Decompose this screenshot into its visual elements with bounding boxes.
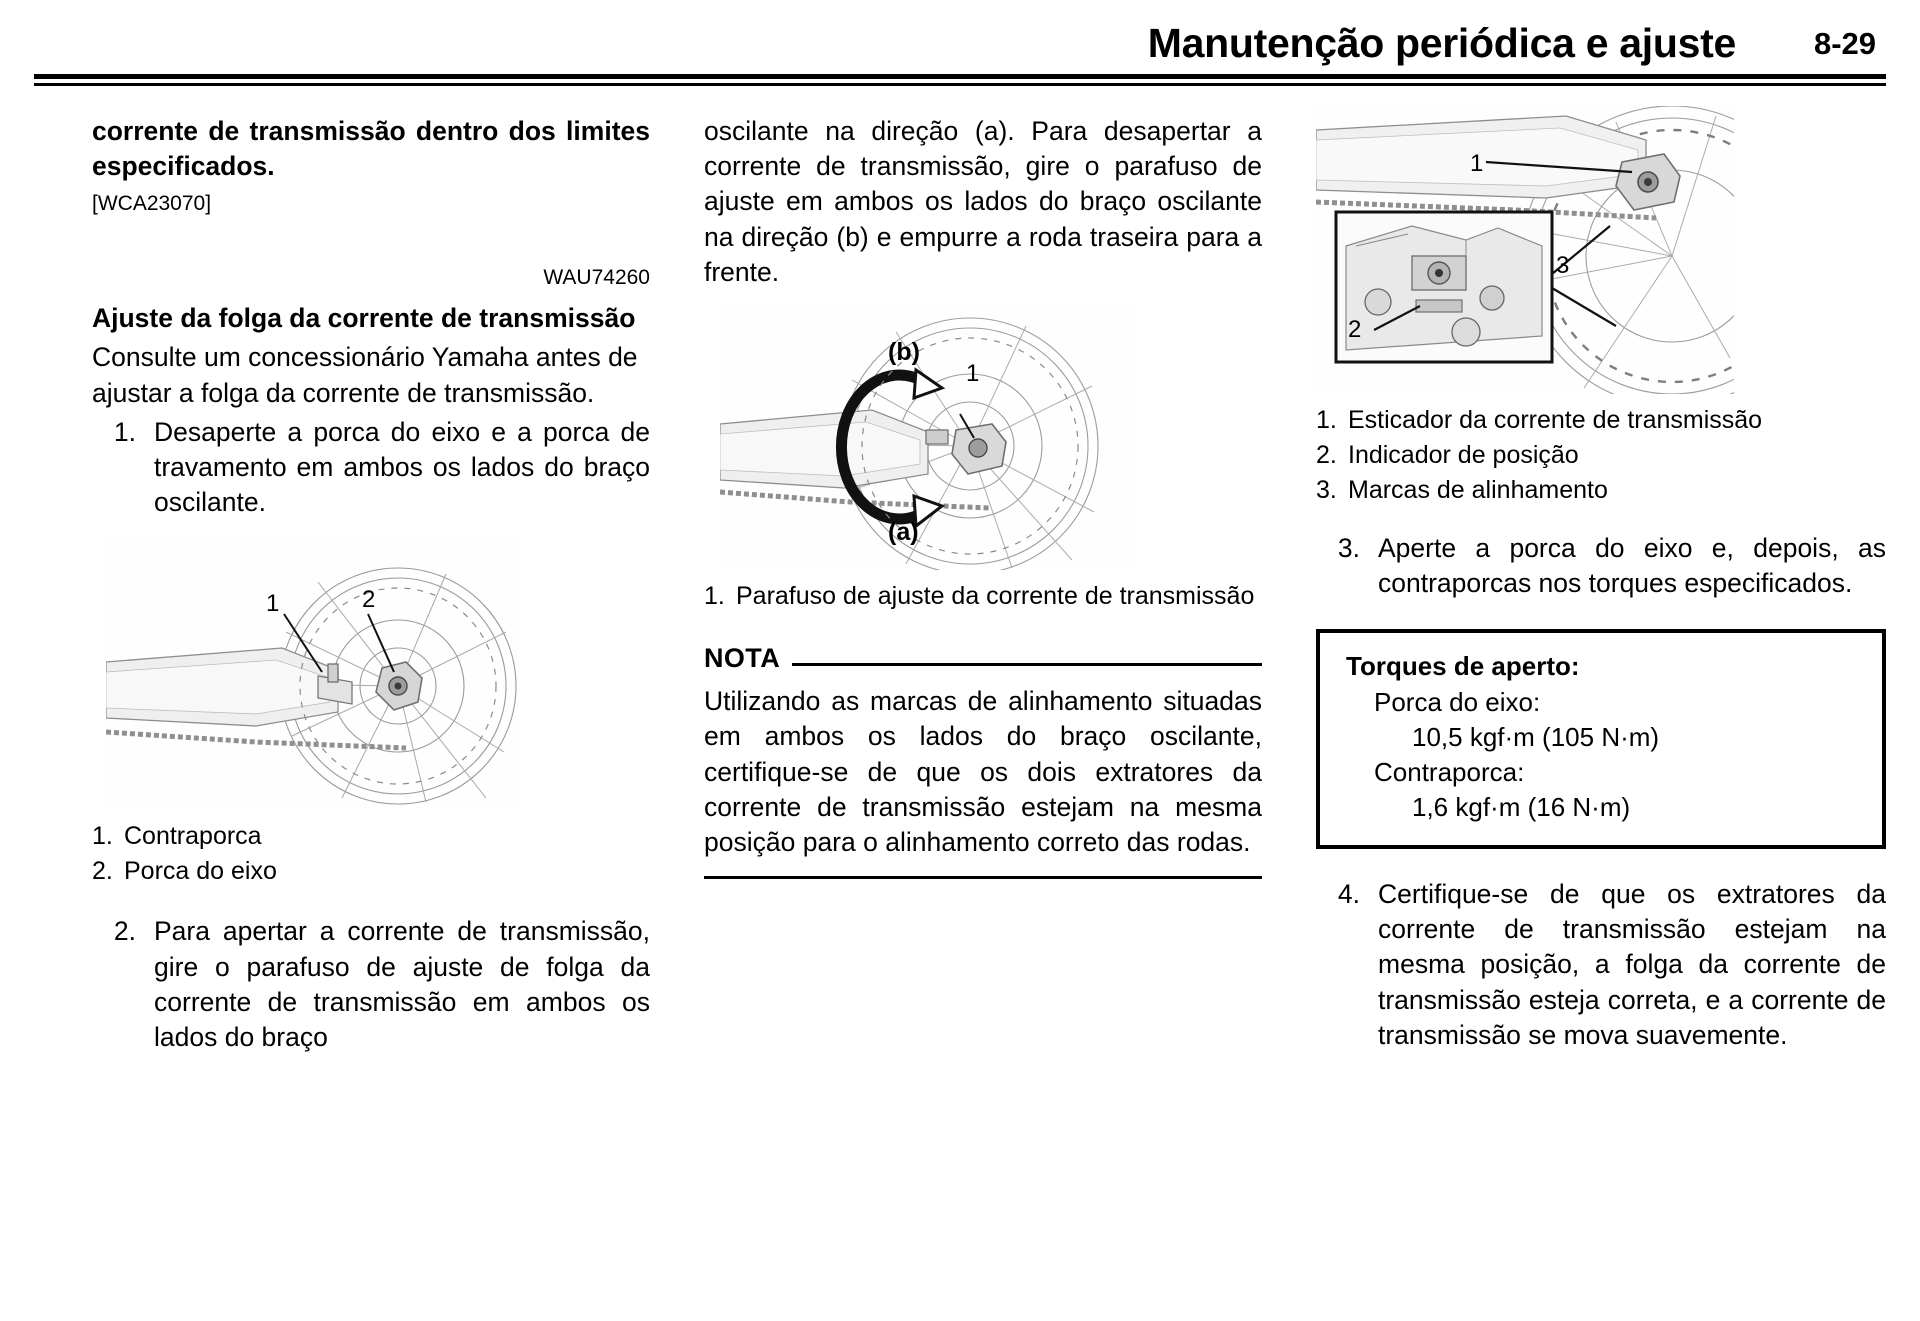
- header-divider: [34, 74, 1886, 86]
- warning-continuation-text: corrente de transmissão dentro dos limit…: [92, 116, 650, 182]
- note-block: NOTA Utilizando as marcas de alinhamento…: [704, 643, 1262, 880]
- torque-item-locknut-value: 1,6 kgf·m (16 N·m): [1412, 791, 1631, 822]
- warning-code: [WCA23070]: [92, 192, 212, 216]
- figure-caption-item: 2. Indicador de posição: [1316, 439, 1886, 472]
- divider-thick-line: [34, 74, 1886, 79]
- caption-text: Parafuso de ajuste da corrente de transm…: [736, 582, 1255, 611]
- section-heading: Ajuste da folga da corrente de transmiss…: [92, 303, 636, 334]
- procedure-list-column-three-continued: 4. Certifique-se de que os extratores da…: [1316, 877, 1886, 1053]
- three-column-body: corrente de transmissão dentro dos limit…: [34, 102, 1886, 1055]
- caption-text: Porca do eixo: [124, 857, 277, 886]
- step-text: Aperte a porca do eixo e, depois, as con…: [1378, 533, 1886, 599]
- section-intro-text: Consulte um concessionário Yamaha antes …: [92, 342, 638, 408]
- caption-number: 1.: [704, 582, 725, 611]
- step-text: Desaperte a porca do eixo e a porca de t…: [154, 416, 650, 518]
- figure3-callout-1: 1: [1470, 150, 1484, 177]
- figure-chain-puller-alignment: 1 2 3: [1316, 106, 1734, 394]
- step-number: 4.: [1337, 878, 1360, 909]
- chain-puller-alignment-illustration: [1316, 106, 1734, 394]
- note-header-rule: [792, 663, 1262, 667]
- figure3-caption-list: 1. Esticador da corrente de transmissão …: [1316, 404, 1886, 507]
- section-code: WAU74260: [543, 265, 650, 289]
- step-text: Para apertar a corrente de transmissão, …: [154, 916, 650, 1053]
- caption-number: 2.: [92, 857, 113, 886]
- column-three: 1 2 3 1. Esticador da corrente de transm…: [1316, 102, 1886, 1053]
- procedure-step: 1. Desaperte a porca do eixo e a porca d…: [92, 415, 650, 521]
- figure2-caption-list: 1. Parafuso de ajuste da corrente de tra…: [704, 580, 1262, 613]
- figure1-caption-list: 1. Contraporca 2. Porca do eixo: [92, 820, 650, 888]
- procedure-step: 2. Para apertar a corrente de transmissã…: [92, 914, 650, 1055]
- step-number: 3.: [1337, 533, 1360, 563]
- caption-number: 1.: [1316, 406, 1337, 434]
- torque-item-axle-nut-label: Porca do eixo:: [1374, 686, 1541, 717]
- figure-caption-item: 1. Esticador da corrente de transmissão: [1316, 404, 1886, 437]
- caption-number: 2.: [1316, 441, 1337, 469]
- procedure-list-column-one: 1. Desaperte a porca do eixo e a porca d…: [92, 415, 650, 521]
- torque-box-title: Torques de aperto:: [1346, 651, 1580, 682]
- column-two: oscilante na direção (a). Para desaperta…: [704, 102, 1262, 880]
- torque-item-axle-nut-value: 10,5 kgf·m (105 N·m): [1412, 721, 1660, 752]
- figure-caption-item: 1. Contraporca: [92, 820, 650, 853]
- caption-text: Indicador de posição: [1348, 441, 1579, 469]
- procedure-step: 3. Aperte a porca do eixo e, depois, as …: [1316, 531, 1886, 601]
- column-one: corrente de transmissão dentro dos limit…: [92, 102, 650, 1055]
- figure3-callout-3: 3: [1556, 252, 1570, 279]
- step-number: 1.: [113, 416, 136, 447]
- caption-text: Contraporca: [124, 822, 262, 851]
- rear-wheel-axle-nut-illustration: [106, 536, 518, 811]
- figure1-callout-2: 2: [362, 586, 376, 614]
- caption-text: Marcas de alinhamento: [1348, 476, 1608, 504]
- procedure-step: 4. Certifique-se de que os extratores da…: [1316, 877, 1886, 1053]
- caption-text: Esticador da corrente de transmissão: [1348, 406, 1763, 434]
- figure-caption-item: 2. Porca do eixo: [92, 855, 650, 888]
- procedure-list-column-one-continued: 2. Para apertar a corrente de transmissã…: [92, 914, 650, 1055]
- step-number: 2.: [113, 916, 136, 947]
- note-bottom-rule: [704, 876, 1262, 880]
- page-header: Manutenção periódica e ajuste 8-29: [34, 0, 1886, 66]
- caption-number: 1.: [92, 822, 113, 851]
- figure3-callout-2: 2: [1348, 316, 1362, 343]
- page-title: Manutenção periódica e ajuste: [1147, 20, 1737, 66]
- figure-caption-item: 1. Parafuso de ajuste da corrente de tra…: [704, 580, 1262, 613]
- caption-number: 3.: [1316, 476, 1337, 504]
- figure1-callout-1: 1: [266, 590, 280, 618]
- chain-adjusting-bolt-illustration: [720, 306, 1138, 571]
- torque-specification-box: Torques de aperto: Porca do eixo: 10,5 k…: [1316, 629, 1886, 849]
- figure-chain-adjusting-bolt: (b) 1 (a): [720, 306, 1138, 571]
- figure-caption-item: 3. Marcas de alinhamento: [1316, 474, 1886, 507]
- note-label: NOTA: [704, 643, 781, 674]
- torque-item-locknut-label: Contraporca:: [1374, 756, 1525, 787]
- column-two-continuation-text: oscilante na direção (a). Para desaperta…: [704, 116, 1262, 287]
- divider-gap: [34, 79, 1886, 83]
- step-text: Certifique-se de que os extratores da co…: [1378, 878, 1886, 1050]
- note-header: NOTA: [704, 643, 1262, 674]
- note-text: Utilizando as marcas de alinhamento situ…: [704, 686, 1262, 858]
- figure-rear-wheel-axle-nut: 1 2: [106, 536, 518, 811]
- divider-thin-line: [34, 83, 1886, 86]
- figure2-callout-1: 1: [966, 360, 980, 388]
- figure2-callout-b: (b): [888, 338, 920, 367]
- procedure-list-column-three: 3. Aperte a porca do eixo e, depois, as …: [1316, 531, 1886, 601]
- figure2-callout-a: (a): [888, 518, 919, 547]
- page-number: 8-29: [1813, 26, 1876, 61]
